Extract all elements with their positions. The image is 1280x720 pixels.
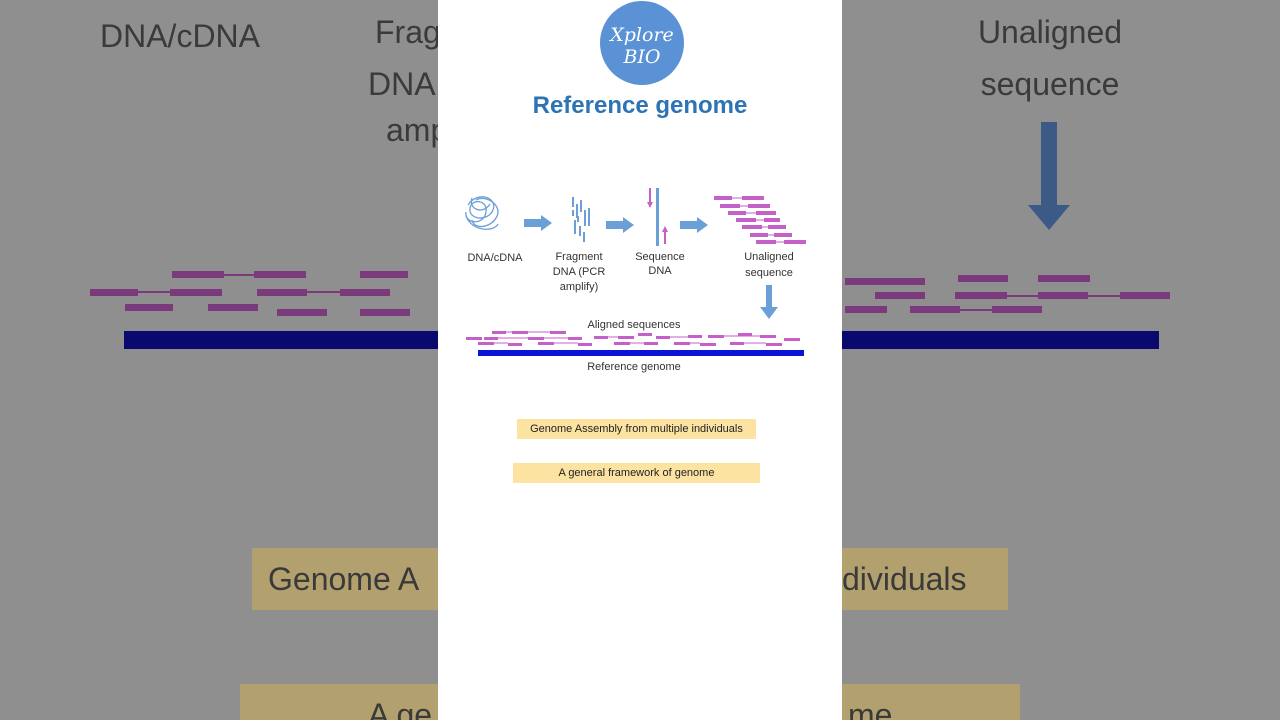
arrow-right-icon <box>680 217 708 233</box>
slide-panel: Xplore BIO Reference genome <box>438 0 842 720</box>
step-label-unaligned-1: Unaligned <box>744 251 794 263</box>
dna-fragments-icon <box>572 197 590 242</box>
slide-title: Reference genome <box>532 92 748 119</box>
arrow-right-icon <box>524 215 552 231</box>
background-down-arrow <box>1028 122 1070 230</box>
unaligned-read-links <box>732 197 784 243</box>
logo-text-line2: BIO <box>623 46 661 68</box>
background-highlight-2-right-text: me <box>848 697 893 720</box>
step-label-fragment-1: Fragment <box>555 251 602 263</box>
background-highlight-2-right: me <box>842 684 1020 720</box>
xplorebio-logo: Xplore BIO <box>600 1 684 85</box>
background-highlight-1-left: Genome A <box>252 548 458 610</box>
aligned-read-links <box>494 331 766 344</box>
highlight-general-framework: A general framework of genome <box>513 463 760 483</box>
arrow-down-icon <box>760 285 778 319</box>
background-highlight-1-right-text: dividuals <box>842 561 967 597</box>
step-label-unaligned-2: sequence <box>745 267 793 279</box>
background-highlight-2-left-text: A ge <box>368 697 433 720</box>
reference-genome-bar <box>478 350 804 356</box>
background-reads <box>90 271 1170 316</box>
arrow-right-icon <box>606 217 634 233</box>
background-label-dna: DNA/cDNA <box>99 18 260 54</box>
background-highlight-2-left: A ge <box>240 684 438 720</box>
step-label-sequence-1: Sequence <box>635 251 685 263</box>
background-read-links <box>138 274 1120 311</box>
aligned-reads <box>466 331 800 346</box>
background-label-sequence: sequence <box>980 66 1120 102</box>
reference-genome-label: Reference genome <box>587 361 681 373</box>
step-label-sequence-2: DNA <box>648 265 672 277</box>
step-label-dna: DNA/cDNA <box>467 252 523 264</box>
unaligned-reads-icon <box>714 196 806 244</box>
background-label-dna-2: DNA <box>368 66 436 102</box>
highlight-genome-assembly: Genome Assembly from multiple individual… <box>517 419 756 439</box>
background-label-unaligned: Unaligned <box>977 14 1123 50</box>
sequencing-workflow-diagram: DNA/cDNA Fragment DNA (PCR amplify) Sequ… <box>465 188 806 373</box>
logo-text-line1: Xplore <box>610 24 674 46</box>
step-label-fragment-3: amplify) <box>560 281 599 293</box>
background-highlight-1-left-text: Genome A <box>268 561 420 597</box>
background-label-amp: amp <box>386 112 449 148</box>
background-highlight-1-right: dividuals <box>842 548 1008 610</box>
aligned-sequences-label: Aligned sequences <box>588 319 681 331</box>
step-label-fragment-2: DNA (PCR <box>553 266 606 278</box>
sequence-dna-icon <box>647 188 668 246</box>
dna-coil-icon <box>465 196 499 230</box>
background-label-frag: Frag <box>375 14 441 50</box>
